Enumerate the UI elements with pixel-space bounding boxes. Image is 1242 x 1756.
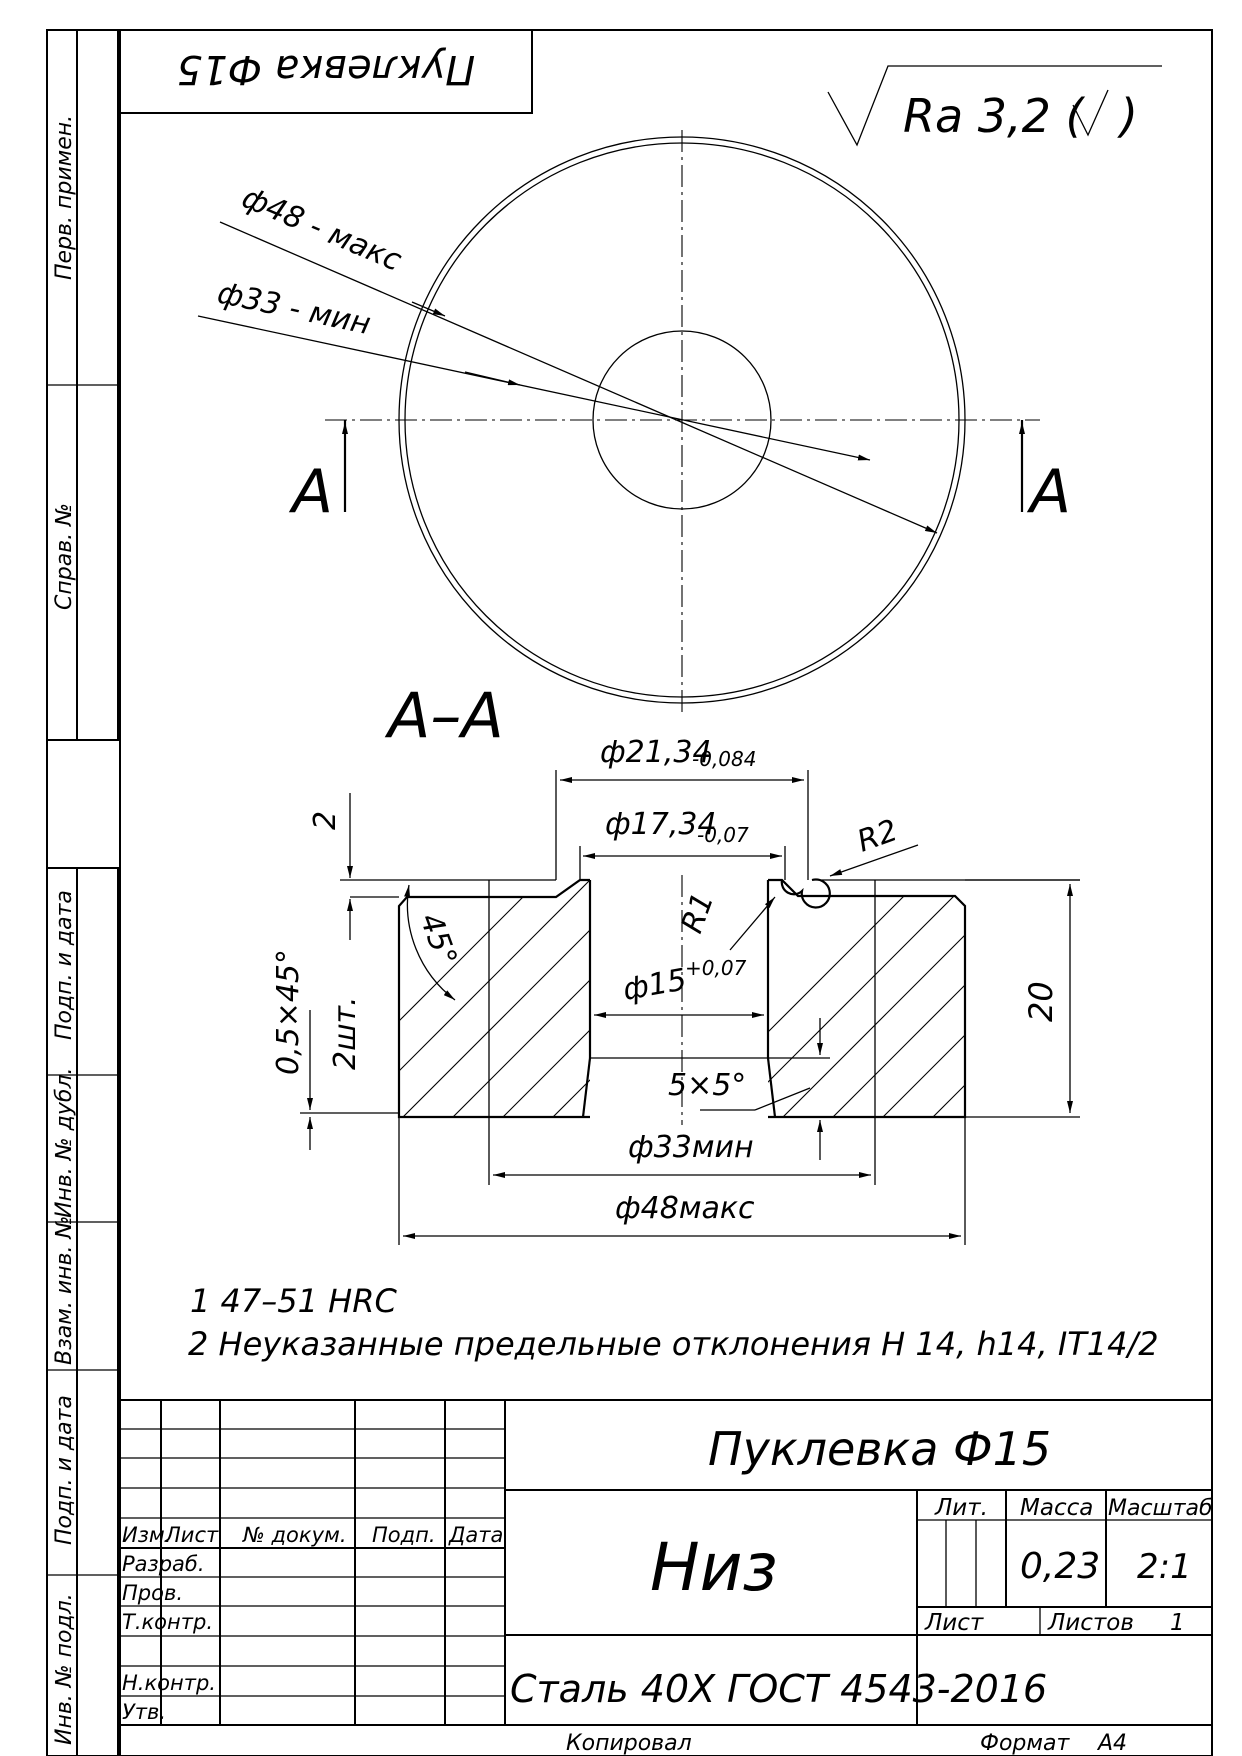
tol-d2134: -0,084 [692, 747, 756, 771]
dim-2: 2 [308, 811, 343, 830]
lit-label: Лит. [934, 1495, 988, 1521]
format-label: Формат [980, 1731, 1070, 1756]
col-doc: № докум. [242, 1523, 347, 1547]
sheets-label: Листов [1047, 1610, 1134, 1636]
scale-label: Масштаб [1108, 1496, 1213, 1521]
col-sign: Подп. [372, 1523, 436, 1547]
sheet-frame [46, 29, 1213, 1756]
dim-2sht: 2шт. [328, 996, 363, 1070]
scale-value: 2:1 [1137, 1547, 1192, 1587]
dim-45deg: 45° [412, 909, 463, 971]
col-date: Дата [448, 1523, 503, 1547]
part-name: Пуклевка Ф15 [708, 1422, 1051, 1476]
dim-outer-diameter: ф48 - макс [237, 180, 407, 279]
material: Сталь 40Х ГОСТ 4543-2016 [510, 1667, 1047, 1711]
row-utv: Утв. [122, 1700, 166, 1724]
section-view: A–A [271, 679, 1080, 1245]
dim-d15: ф15 [620, 962, 689, 1008]
stamp-podp-data-1: Подп. и дата [52, 890, 77, 1040]
section-title: A–A [384, 679, 504, 752]
col-izm: Изм. [122, 1523, 171, 1547]
format-value: A4 [1096, 1731, 1127, 1756]
tol-d1734: -0,07 [697, 823, 749, 847]
technical-notes: 1 47–51 HRC 2 Неуказанные предельные отк… [188, 1282, 1159, 1363]
note-2: 2 Неуказанные предельные отклонения H 14… [188, 1325, 1159, 1363]
stamp-podp-data-2: Подп. и дата [52, 1395, 77, 1545]
roughness-symbol: Ra 3,2 ( ) [827, 65, 1162, 147]
dim-d33: ф33мин [628, 1130, 754, 1165]
row-nkontr: Н.контр. [122, 1671, 216, 1695]
mass-label: Масса [1020, 1495, 1093, 1521]
note-1: 1 47–51 HRC [190, 1282, 397, 1320]
sheet-label: Лист [924, 1610, 984, 1636]
sub-name: Низ [650, 1529, 778, 1606]
footer: Копировал Формат A4 [566, 1731, 1127, 1756]
part-outline-right [768, 878, 967, 1119]
row-razrab: Разраб. [122, 1552, 205, 1576]
dim-chamfer: 0,5×45° [271, 949, 306, 1075]
dim-5x5: 5×5° [668, 1068, 746, 1103]
tol-d15: +0,07 [685, 956, 747, 980]
stamp-vzam-inv: Взам. инв. № [52, 1216, 77, 1365]
dim-d2134: ф21,34 [600, 735, 712, 770]
dim-20: 20 [1022, 981, 1060, 1022]
stamp-perv-primen: Перв. примен. [52, 115, 77, 280]
copied-label: Копировал [566, 1731, 692, 1756]
stamp-sprav-no: Справ. № [52, 503, 77, 610]
sheets-value: 1 [1170, 1610, 1185, 1636]
dim-d1734: ф17,34 [605, 807, 717, 842]
section-mark-right: A [1026, 457, 1071, 527]
corner-title-box: Пуклевка Ф15 [119, 29, 533, 114]
section-mark-left: A [288, 457, 333, 527]
corner-title: Пуклевка Ф15 [177, 46, 475, 92]
hatching-left [399, 880, 590, 1117]
title-block: Изм. Лист № докум. Подп. Дата Разраб. Пр… [120, 1399, 1213, 1726]
col-list: Лист [164, 1523, 219, 1547]
side-stamps: Перв. примен. Справ. № Подп. и дата Инв.… [52, 115, 77, 1745]
dim-inner-diameter: ф33 - мин [214, 276, 373, 343]
mass-value: 0,23 [1020, 1546, 1100, 1587]
stamp-inv-podl: Инв. № подл. [52, 1593, 77, 1745]
roughness-text: Ra 3,2 ( [903, 89, 1086, 143]
roughness-close: ) [1117, 89, 1138, 143]
row-tkontr: Т.контр. [122, 1610, 213, 1634]
row-prov: Пров. [122, 1581, 183, 1605]
plan-view: ф48 - макс ф33 - мин A A [197, 130, 1071, 715]
dim-d48: ф48макс [615, 1191, 755, 1226]
stamp-inv-dubl: Инв. № дубл. [52, 1067, 77, 1218]
